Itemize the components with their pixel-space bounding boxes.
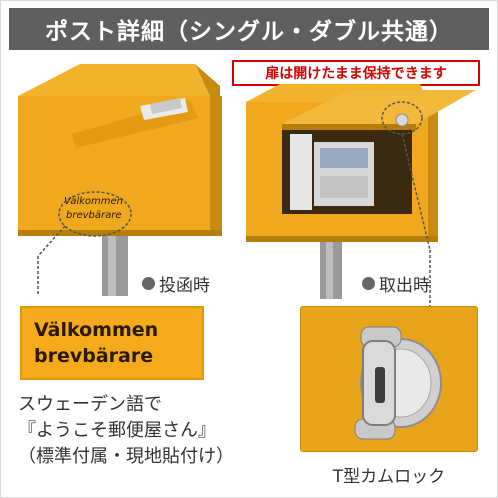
mailbox-closed-illustration: [18, 64, 222, 296]
caption-retrieving-text: 取出時: [379, 276, 430, 296]
caption-retrieving: 取出時: [362, 271, 430, 296]
sign-line-1: Välkommen: [34, 319, 159, 341]
description-line-2: 『ようこそ郵便屋さん』: [18, 420, 216, 441]
cam-lock-illustration: [354, 326, 442, 440]
cam-lock-closeup: [300, 306, 478, 452]
sign-line-2: brevbärare: [34, 345, 154, 367]
oval-label-line-1: Välkommen: [64, 196, 123, 207]
note-banner: 扉は開けたまま保持できます: [232, 60, 480, 86]
bullet-dot: [142, 277, 155, 290]
description-line-3: （標準付属・現地貼付け）: [18, 446, 234, 467]
lock-caption: T型カムロック: [332, 467, 446, 487]
page-title: ポスト詳細（シングル・ダブル共通）: [9, 8, 489, 50]
welcome-sign-plate: Välkommen brevbärare: [20, 306, 204, 380]
mailbox-open-illustration: [246, 84, 476, 299]
oval-label-line-2: brevbärare: [66, 210, 122, 221]
mailbox-open-photo: [240, 84, 480, 299]
caption-inserting-text: 投函時: [159, 276, 210, 296]
caption-inserting: 投函時: [142, 271, 210, 296]
mailbox-closed-photo: Välkommen brevbärare: [10, 56, 230, 296]
bullet-dot: [362, 277, 375, 290]
description-line-1: スウェーデン語で: [18, 394, 162, 415]
oval-leader-line: [37, 225, 66, 296]
